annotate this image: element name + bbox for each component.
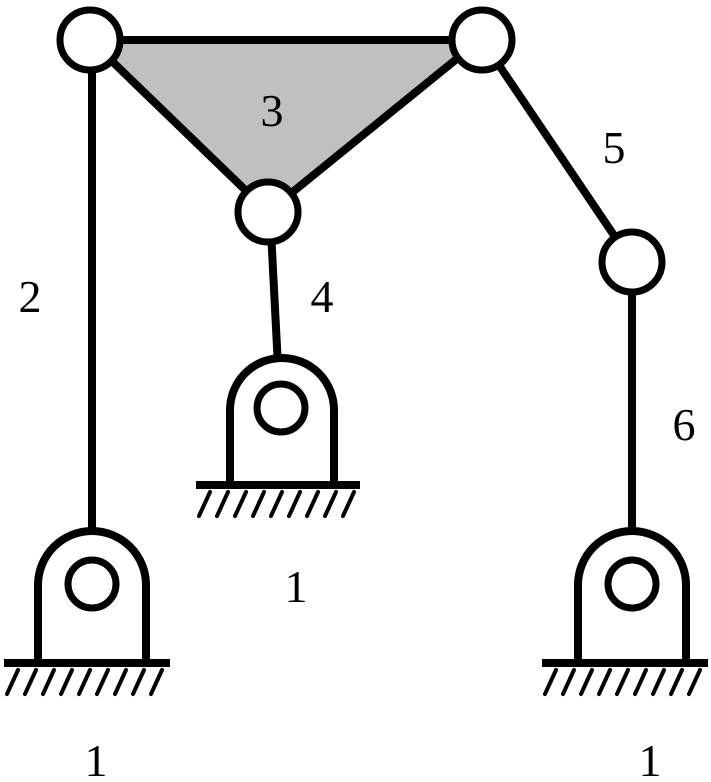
- label-ground-middle: 1: [285, 561, 308, 612]
- label-ground-left: 1: [85, 735, 108, 782]
- joint-top-left: [56, 6, 124, 74]
- ground-support-middle: [196, 354, 360, 518]
- label-link-3: 3: [261, 85, 284, 136]
- label-link-4: 4: [311, 271, 334, 322]
- joint-triangle-bottom: [234, 178, 302, 246]
- label-link-6: 6: [673, 399, 696, 450]
- label-link-5: 5: [603, 122, 626, 173]
- label-ground-right: 1: [639, 735, 662, 782]
- joint-top-right: [448, 6, 516, 74]
- link-5-bar: [478, 36, 636, 266]
- joint-links-5-6: [598, 228, 666, 296]
- link-3-triangle: [86, 36, 484, 216]
- ground-support-right: [542, 527, 708, 696]
- ground-support-left: [4, 527, 170, 696]
- label-link-2: 2: [19, 271, 42, 322]
